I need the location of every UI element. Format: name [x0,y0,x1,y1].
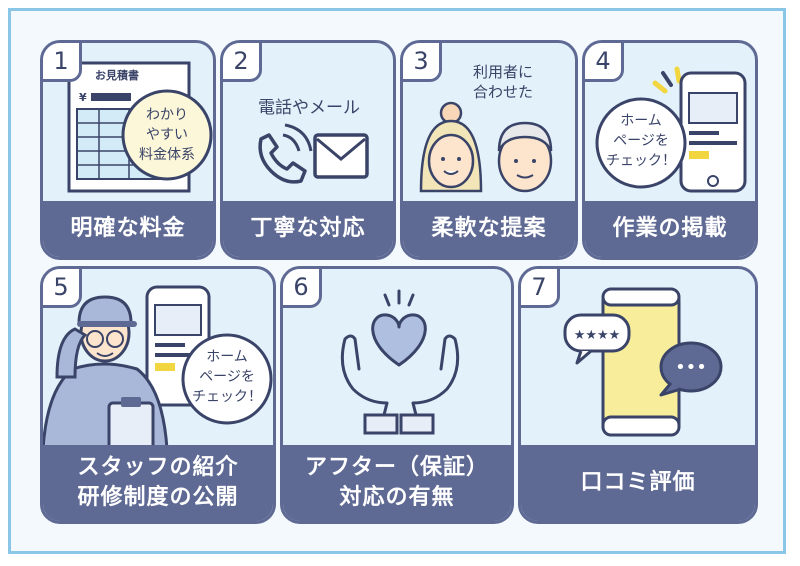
sparkle-icon [652,66,682,94]
bubble-line-2: やすい [146,127,188,143]
bubble-line-2: ページを [613,133,669,149]
reviews-illustration: ★★★★ ••• [563,287,723,437]
phone-icon [258,123,313,184]
bubble-line-1: ホーム [620,113,662,129]
users-illustration: 利用者に 合わせた [419,63,553,193]
tile-work-published: ホーム ページを チェック！ 4 作業の掲載 [582,40,758,260]
title-line-2: 対応の有無 [339,485,455,510]
review-bubble-icon: ★★★★ [563,313,631,365]
tile-number: 2 [223,43,262,82]
tile-title: 柔軟な提案 [403,201,575,257]
homepage-illustration: ホーム ページを チェック！ [595,66,747,193]
caption-line-2: 合わせた [473,83,533,101]
tile-after-service: 6 アフター（保証） 対応の有無 [280,266,514,524]
care-illustration [340,289,460,435]
smartphone-icon [601,287,681,437]
staff-illustration: ホーム ページを チェック！ [43,285,273,449]
hands-icon [340,334,460,435]
star-rating: ★★★★ [574,328,621,343]
caption: 電話やメール [258,98,360,118]
title-line-2: 研修制度の公開 [77,485,239,510]
caption-line-1: 利用者に [473,63,533,81]
tile-polite-service: 電話やメール 2 丁寧な対応 [220,40,396,260]
typing-dots: ••• [675,357,707,378]
title-line-1: アフター（保証） [304,455,489,481]
tile-number: 1 [43,43,82,82]
tile-title: アフター（保証） 対応の有無 [283,445,511,521]
clipboard-icon [107,397,155,449]
bubble-line-3: チェック！ [192,389,262,405]
tile-staff-introduction: ホーム ページを チェック！ 5 スタッフの紹介 研修制度の公開 [40,266,276,524]
tile-number: 6 [283,269,322,308]
tile-reviews: ★★★★ ••• 7 口コミ評価 [518,266,758,524]
title-line-1: スタッフの紹介 [77,455,239,481]
doc-title: お見積書 [95,68,139,82]
elderly-man-face-icon [497,121,553,193]
contact-illustration: 電話やメール [258,98,369,184]
tile-number: 4 [585,43,624,82]
bubble-line-2: ページを [199,369,255,385]
tile-title: 口コミ評価 [521,445,755,521]
tile-title: 明確な料金 [43,201,213,257]
mail-icon [313,133,369,179]
tile-flexible-proposal: 利用者に 合わせた 3 柔軟な提案 [400,40,578,260]
smartphone-icon [679,71,747,193]
bubble-line-1: ホーム [206,349,248,365]
tile-number: 5 [43,269,82,308]
tile-clear-pricing: お見積書 ¥ わかり やすい 料金体系 1 明確な料金 [40,40,216,260]
chat-bubble-icon: ••• [659,341,723,397]
yen-sign: ¥ [79,91,87,104]
estimate-document-icon: お見積書 ¥ わかり やすい 料金体系 [67,61,213,193]
woman-face-icon [419,101,483,193]
tile-number: 7 [521,269,560,308]
bubble-line-3: チェック！ [606,153,676,169]
tile-title: 丁寧な対応 [223,201,393,257]
heart-icon [371,313,427,367]
tile-title: 作業の掲載 [585,201,755,257]
tile-number: 3 [403,43,442,82]
bubble-line-1: わかり [146,107,188,123]
bubble-line-3: 料金体系 [139,147,195,163]
tile-title: スタッフの紹介 研修制度の公開 [43,445,273,521]
